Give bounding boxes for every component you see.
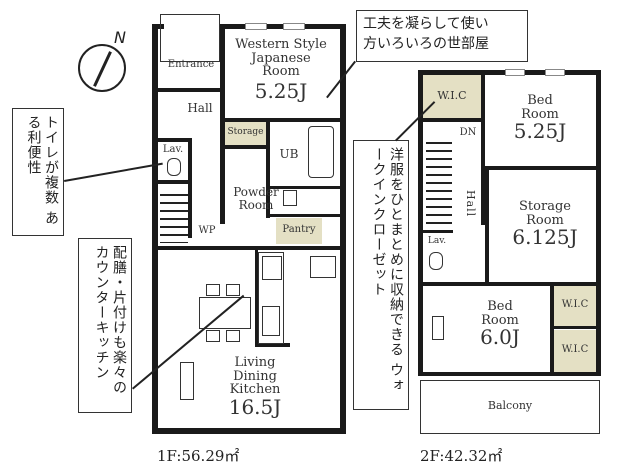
storage-1f	[225, 122, 266, 145]
floor-2-area: 2F:42.32㎡	[420, 447, 503, 465]
hall-label: Hall	[187, 101, 213, 115]
balcony	[420, 380, 600, 434]
bed-room-2-size: 6.0J	[480, 325, 520, 350]
stairs-2f	[426, 136, 452, 232]
compass	[78, 44, 126, 92]
ub-label: UB	[279, 147, 299, 161]
chair-icon	[206, 330, 220, 342]
storage-room-size: 6.125J	[512, 225, 578, 250]
chair-icon	[226, 330, 240, 342]
bed-room-2-label: Bed Room 6.0J	[460, 300, 540, 348]
entrance-label: Entrance	[167, 59, 215, 70]
bed-room-1-label: Bed Room 5.25J	[495, 94, 585, 142]
storage-room-label: Storage Room 6.125J	[495, 200, 595, 248]
stairs-1f	[160, 188, 188, 243]
japanese-room-label: Western Style Japanese Room 5.25J	[226, 38, 336, 102]
pantry-1f	[276, 218, 322, 244]
chair-icon	[226, 284, 240, 296]
wic-right-2	[554, 330, 596, 372]
toilet-2f-icon	[429, 252, 443, 270]
wic-top	[423, 75, 481, 118]
wic-right-1-label: W.I.C	[561, 299, 589, 310]
chair-icon	[206, 284, 220, 296]
compass-needle-icon	[93, 51, 112, 87]
ldk-label: Living Dining Kitchen 16.5J	[205, 356, 305, 418]
hall-2f-label: Hall	[463, 190, 477, 218]
fridge-icon	[310, 256, 336, 278]
desk-icon	[432, 316, 444, 340]
powder-room-label: Powder Room	[233, 185, 279, 212]
callout-japanese-room: 工夫を凝らして使い 方いろいろの世部屋	[356, 10, 528, 62]
callout-leader	[64, 162, 163, 182]
toilet-icon	[167, 158, 181, 176]
balcony-label: Balcony	[487, 399, 533, 412]
wic-right-1	[554, 286, 596, 326]
wic-right-2-label: W.I.C	[561, 344, 589, 355]
callout-walk-in-closet: 洋服をひとまとめに収納できる ウォークインクローゼット	[353, 140, 409, 410]
bed-room-1-size: 5.25J	[513, 119, 567, 144]
stove-icon	[262, 256, 282, 280]
callout-kitchen: 配膳・片付けも楽々の カウンターキッチン	[78, 238, 132, 413]
ldk-size: 16.5J	[228, 394, 282, 419]
callout-toilets: トイレが複数 ある利便性	[12, 108, 64, 236]
bathtub-icon	[308, 126, 334, 178]
lav-2f-label: Lav.	[427, 236, 447, 246]
floor-1-area: 1F:56.29㎡	[157, 447, 240, 465]
sink-icon	[262, 306, 280, 336]
compass-north-label: N	[114, 28, 126, 47]
washer-icon	[283, 190, 297, 206]
wp-label: WP	[198, 225, 216, 236]
dn-label: DN	[459, 127, 477, 138]
japanese-room-size: 5.25J	[254, 78, 308, 103]
storage-label: Storage	[227, 127, 264, 137]
wic-top-label: W.I.C	[437, 89, 467, 102]
pantry-label: Pantry	[282, 224, 316, 235]
tv-stand-icon	[180, 362, 194, 400]
lav-label: Lav.	[162, 144, 184, 155]
kitchen-counter	[258, 252, 284, 344]
